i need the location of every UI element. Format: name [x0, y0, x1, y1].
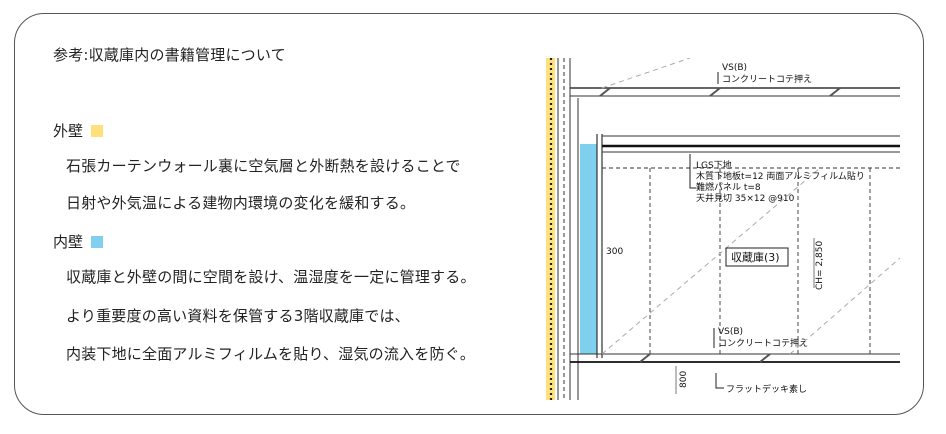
height-label: CH= 2,850: [815, 241, 825, 290]
outer-wall-heading: 外壁: [53, 120, 104, 141]
inner-wall-line-1: 収蔵庫と外壁の間に空間を設け、温湿度を一定に管理する。: [66, 268, 476, 286]
dim-left-label: 300: [606, 247, 623, 257]
deck-note: フラットデッキ素し: [726, 383, 807, 395]
top-note-2: コンクリートコテ押え: [722, 73, 812, 85]
outer-wall-line-2: 日射や外気温による建物内環境の変化を緩和する。: [66, 194, 416, 212]
outer-wall-line-1: 石張カーテンウォール裏に空気層と外断熱を設けることで: [66, 157, 461, 175]
info-card: [14, 13, 924, 415]
inner-wall-heading: 内壁: [53, 231, 104, 252]
mid-note-4: 天井見切 35×12 @910: [696, 192, 795, 204]
inner-wall-swatch: [91, 235, 104, 248]
outer-wall-swatch: [91, 124, 104, 137]
inner-wall-label: 内壁: [53, 233, 84, 251]
wall-section-diagram: VS(B) コンクリートコテ押え LGS下地 木質下地板t=12 両面アルミフィ…: [540, 58, 900, 400]
mid-note-1: LGS下地: [696, 159, 732, 171]
bottom-dim-label: 800: [679, 371, 689, 388]
inner-wall-band: [580, 144, 597, 354]
inner-wall-line-3: 内装下地に全面アルミフィルムを貼り、湿気の流入を防ぐ。: [66, 345, 476, 363]
top-note-1: VS(B): [722, 63, 747, 73]
outer-wall-label: 外壁: [53, 122, 84, 140]
bottom-note-1: VS(B): [718, 327, 743, 337]
mid-note-2: 木質下地板t=12 両面アルミフィルム貼り: [696, 170, 865, 182]
section-drawing: VS(B) コンクリートコテ押え LGS下地 木質下地板t=12 両面アルミフィ…: [546, 58, 900, 400]
room-label: 収蔵庫(3): [731, 250, 780, 264]
inner-wall-line-2: より重要度の高い資料を保管する3階収蔵庫では、: [66, 307, 410, 325]
mid-note-3: 難燃パネル t=8: [696, 181, 761, 193]
bottom-note-2: コンクリートコテ押え: [718, 337, 808, 349]
page-title: 参考:収蔵庫内の書籍管理について: [53, 46, 286, 64]
